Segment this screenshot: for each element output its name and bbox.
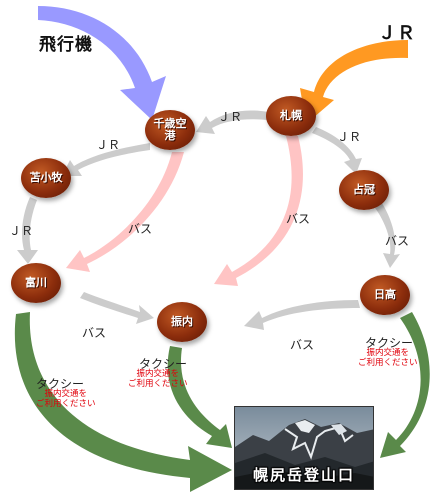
node-sapporo: 札幌 — [266, 96, 316, 136]
label-bus-shimukappu-hidaka: バス — [385, 234, 410, 248]
node-label-furenai: 振内 — [171, 315, 193, 328]
bus-route-shimukappu-hidaka — [372, 200, 400, 268]
label-jr-sapporo-shimukappu: ＪＲ — [337, 130, 362, 144]
bus-route-sapporo-furenai — [214, 136, 303, 286]
jr-entry-arrow — [300, 40, 408, 124]
label-bus-chitose-tomakawa: バス — [128, 222, 153, 236]
label-bus-hidaka-furenai: バス — [290, 338, 315, 352]
trailhead-photo: 幌尻岳登山口 — [234, 406, 374, 490]
node-hidaka: 日高 — [360, 275, 410, 315]
node-label-hidaka: 日高 — [374, 288, 396, 301]
jr-route-sapporo-shimukappu — [312, 127, 362, 174]
bus-route-hidaka-furenai — [244, 300, 360, 330]
airplane-label: 飛行機 — [39, 35, 93, 55]
node-chitose-airport: 千歳空港 — [145, 110, 195, 150]
taxi-note-furenai: 振内交通を ご利用ください — [128, 369, 188, 389]
label-jr-sapporo-chitose: ＪＲ — [218, 110, 243, 124]
jr-entry-label: ＪＲ — [378, 23, 416, 44]
taxi-arrow-hidaka — [380, 312, 430, 458]
airplane-arrow — [38, 6, 166, 120]
bus-route-chitose-tomakawa — [66, 152, 184, 272]
taxi-arrow-tomakawa — [14, 312, 232, 492]
node-tomakawa: 富川 — [11, 263, 61, 303]
node-label-tomakomai: 苫小牧 — [29, 171, 63, 184]
bus-route-tomakawa-furenai — [80, 292, 154, 324]
taxi-note-tomakawa: 振内交通を ご利用ください — [36, 389, 96, 409]
taxi-label-furenai: タクシー — [139, 357, 188, 371]
label-jr-chitose-tomakomai: ＪＲ — [96, 138, 121, 152]
node-shimukappu: 占冠 — [339, 170, 389, 210]
taxi-arrow-furenai — [167, 346, 232, 448]
node-label-chitose: 千歳空港 — [153, 117, 187, 142]
label-bus-sapporo-furenai: バス — [286, 212, 311, 226]
taxi-label-hidaka: タクシー — [365, 336, 414, 350]
node-label-shimukappu: 占冠 — [353, 183, 375, 196]
node-label-tomakawa: 富川 — [25, 276, 47, 289]
jr-route-chitose-tomakomai — [62, 143, 150, 176]
jr-route-sapporo-chitose — [196, 110, 268, 134]
node-tomakomai: 苫小牧 — [21, 158, 71, 198]
trailhead-caption: 幌尻岳登山口 — [252, 466, 355, 484]
taxi-label-tomakawa: タクシー — [36, 377, 85, 391]
label-bus-tomakawa-furenai: バス — [82, 326, 107, 340]
mountain-image — [235, 407, 373, 489]
node-label-sapporo: 札幌 — [280, 109, 302, 122]
taxi-note-hidaka: 振内交通を ご利用ください — [358, 348, 418, 368]
node-furenai: 振内 — [157, 302, 207, 342]
jr-route-tomakomai-tomakawa — [17, 197, 38, 264]
label-jr-tomakomai-tomakawa: ＪＲ — [9, 224, 34, 238]
